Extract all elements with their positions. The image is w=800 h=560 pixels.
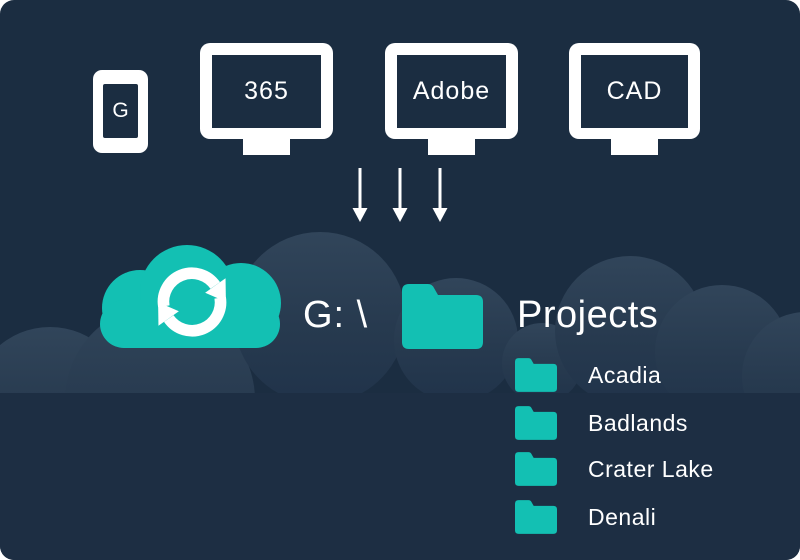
fog-band — [0, 393, 800, 560]
phone-icon: G — [93, 70, 148, 153]
subfolder-label: Crater Lake — [588, 455, 714, 482]
monitor-icon-cad: CAD — [569, 43, 700, 155]
subfolder-label: Acadia — [588, 361, 662, 388]
phone-screen-label: G — [103, 84, 138, 138]
folder-icon — [515, 452, 557, 486]
monitor-screen-label: 365 — [212, 55, 321, 128]
subfolder-row: Crater Lake — [515, 452, 714, 486]
monitor-frame: Adobe — [385, 43, 518, 139]
subfolder-label: Badlands — [588, 409, 688, 436]
cloud-base — [100, 300, 280, 348]
monitor-screen-label: Adobe — [397, 55, 506, 128]
sync-cloud-icon — [100, 243, 282, 349]
monitor-stand — [243, 139, 290, 155]
monitor-stand — [428, 139, 475, 155]
projects-folder-label: Projects — [517, 294, 659, 336]
subfolder-row: Badlands — [515, 406, 688, 440]
monitor-frame: 365 — [200, 43, 333, 139]
monitor-icon-365: 365 — [200, 43, 333, 155]
down-arrows-icon — [352, 168, 448, 222]
subfolder-row: Acadia — [515, 358, 661, 392]
drive-path-label: G: \ — [303, 294, 369, 336]
folder-icon — [515, 358, 557, 392]
sync-arrows-icon — [157, 267, 227, 337]
subfolder-row: Denali — [515, 500, 656, 534]
projects-folder-icon — [402, 284, 483, 349]
monitor-icon-adobe: Adobe — [385, 43, 518, 155]
subfolder-label: Denali — [588, 503, 657, 530]
folder-icon — [515, 406, 557, 440]
folder-icon — [515, 500, 557, 534]
monitor-screen-label: CAD — [581, 55, 688, 128]
monitor-stand — [611, 139, 658, 155]
monitor-frame: CAD — [569, 43, 700, 139]
